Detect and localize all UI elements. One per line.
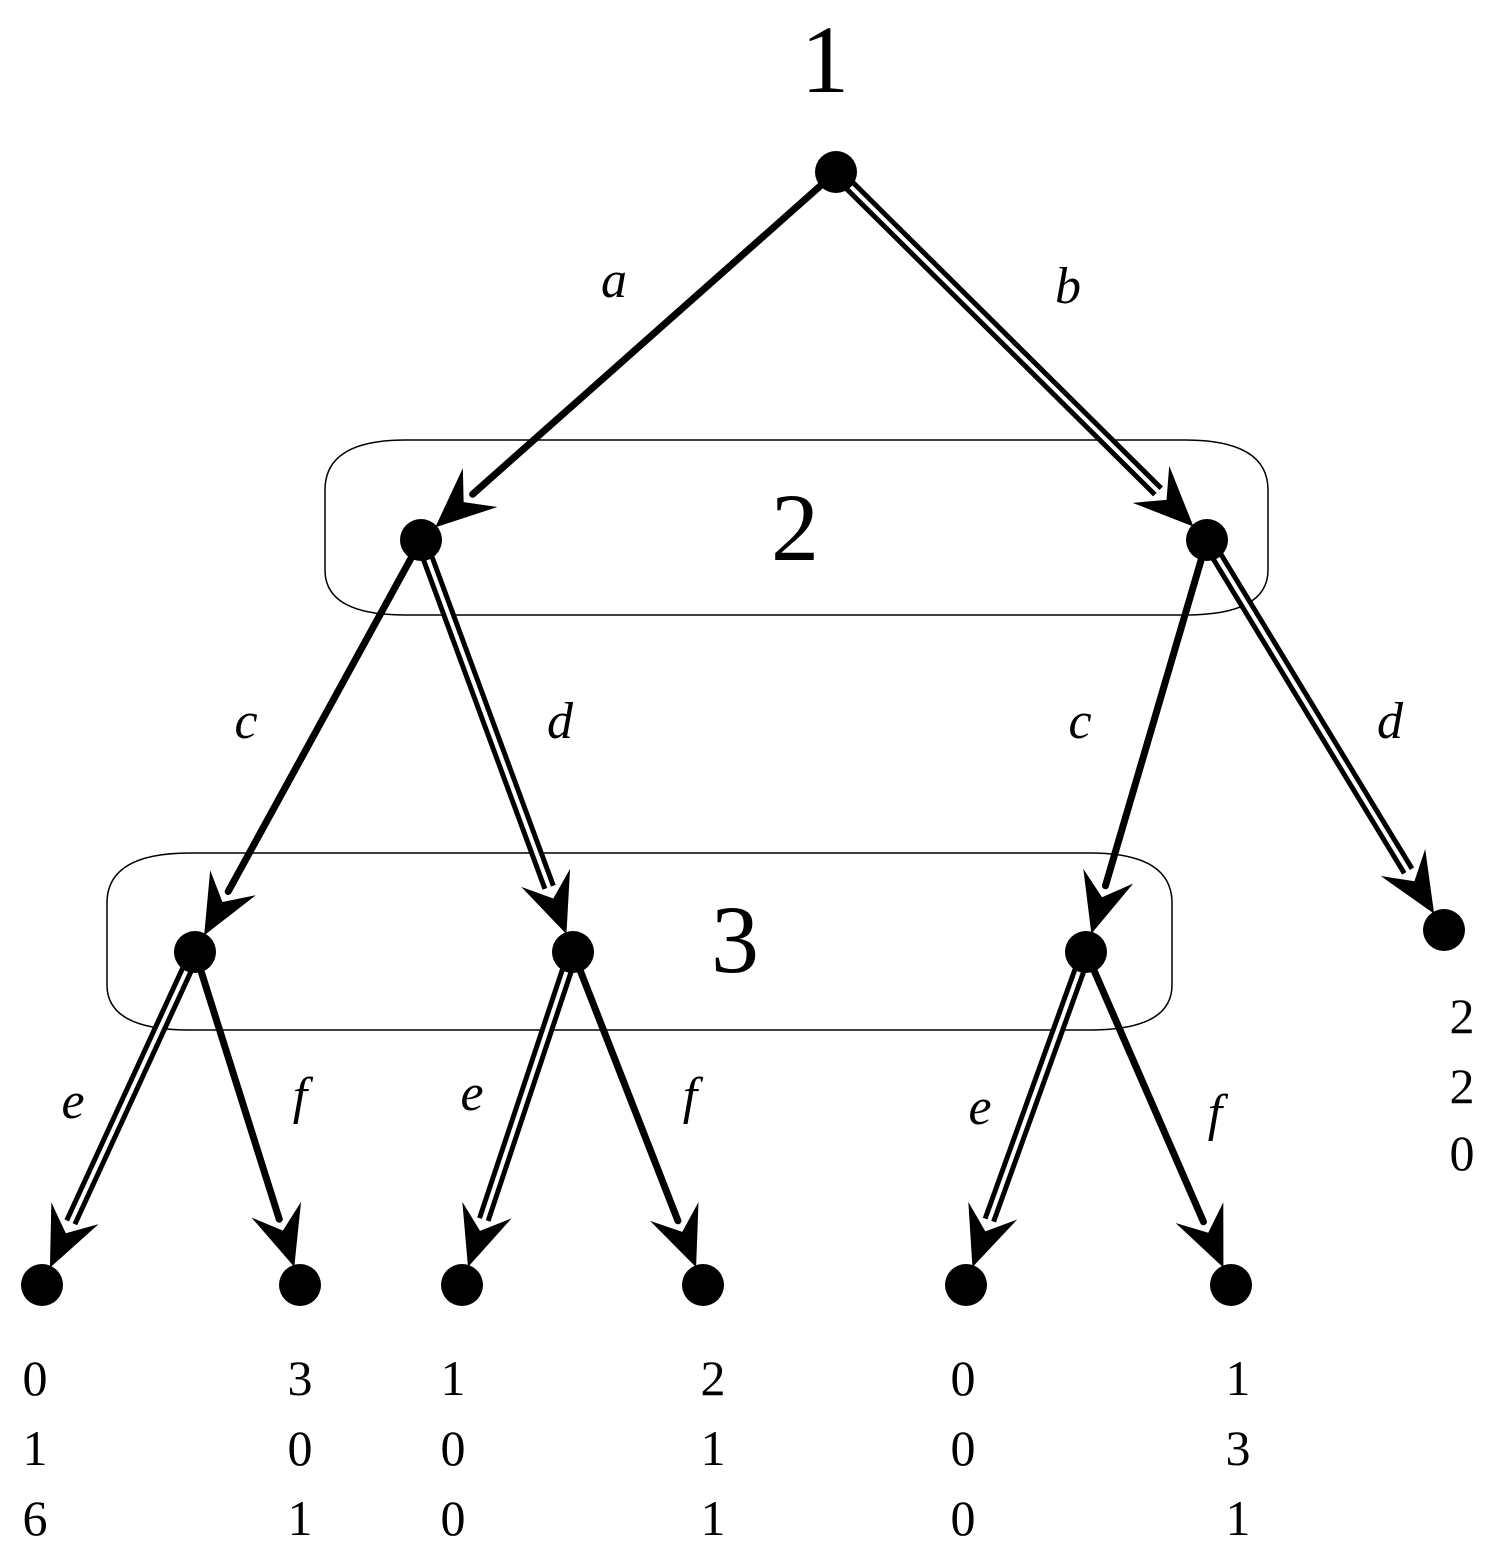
payoff-value: 0: [1450, 1125, 1475, 1181]
payoff-value: 1: [701, 1420, 726, 1476]
node-p2L: [400, 519, 442, 561]
payoff-value: 1: [1226, 1350, 1251, 1406]
arrowhead: [521, 868, 571, 935]
arrowhead: [49, 1202, 99, 1268]
payoff-value: 3: [1226, 1420, 1251, 1476]
edge-ll-f: [196, 964, 302, 1267]
payoff-leaf-2: 3 0 1: [288, 1350, 313, 1546]
action-label-rl-e: e: [968, 1079, 991, 1136]
action-label-right-d: d: [1377, 693, 1404, 750]
player-2-label: 2: [771, 474, 819, 581]
edge-left-c: [204, 551, 417, 936]
payoff-value: 0: [951, 1420, 976, 1476]
payoff-leaf-4: 2 1 1: [701, 1350, 726, 1546]
node-p3LR: [552, 931, 594, 973]
arrowhead: [1380, 848, 1435, 914]
edge-line-inner: [481, 971, 569, 1223]
node-p2R: [1186, 519, 1228, 561]
edge-line: [469, 179, 827, 498]
payoff-value: 1: [23, 1420, 48, 1476]
payoff-value: 1: [288, 1490, 313, 1546]
payoff-value: 0: [441, 1490, 466, 1546]
payoff-value: 2: [1450, 988, 1475, 1044]
arrowhead: [1083, 868, 1134, 934]
edge-line: [196, 964, 283, 1223]
node-t3: [441, 1264, 483, 1306]
action-label-b: b: [1055, 258, 1081, 315]
payoff-leaf-6: 1 3 1: [1226, 1350, 1251, 1546]
arrowhead: [251, 1201, 302, 1267]
payoff-value: 3: [288, 1350, 313, 1406]
arrowhead: [650, 1201, 699, 1268]
edge-line: [575, 964, 682, 1225]
edge-ll-e: [49, 964, 195, 1268]
node-t5: [945, 1264, 987, 1306]
arrowhead: [1132, 465, 1194, 527]
edge-line: [224, 551, 417, 896]
payoff-leaf-5: 0 0 0: [951, 1350, 976, 1546]
player-3-label: 3: [711, 886, 759, 993]
edge-line-inner: [986, 971, 1081, 1223]
edge-line: [1089, 964, 1207, 1226]
node-t4: [682, 1264, 724, 1306]
payoff-value: 2: [701, 1350, 726, 1406]
node-t1: [21, 1264, 63, 1306]
edge-line: [1101, 552, 1206, 890]
payoff-value: 1: [1226, 1490, 1251, 1546]
payoff-leaf-3: 1 0 0: [441, 1350, 466, 1546]
arrowhead: [435, 468, 498, 528]
action-label-left-c: c: [234, 693, 257, 750]
payoff-value: 0: [441, 1420, 466, 1476]
node-t6: [1210, 1264, 1252, 1306]
edge-line-inner: [849, 185, 1161, 495]
information-set-player-3: [106, 852, 1173, 1031]
action-label-lr-e: e: [460, 1065, 483, 1122]
edge-a: [435, 179, 827, 528]
payoff-value: 0: [288, 1420, 313, 1476]
edge-lr-f: [575, 964, 699, 1268]
edges-layer: [49, 179, 1435, 1268]
edge-line-inner: [1216, 556, 1411, 874]
node-p3RL: [1065, 931, 1107, 973]
action-label-ll-f: f: [293, 1068, 314, 1125]
node-p3LL: [174, 931, 216, 973]
edge-right-c: [1083, 552, 1206, 934]
arrowhead: [968, 1201, 1018, 1268]
edge-line-inner: [426, 559, 552, 890]
payoff-value: 2: [1450, 1058, 1475, 1114]
payoff-value: 1: [701, 1490, 726, 1546]
action-label-ll-e: e: [61, 1073, 84, 1130]
edge-left-d: [420, 553, 571, 935]
node-root: [815, 151, 857, 193]
edge-line-inner: [68, 970, 189, 1225]
payoff-value: 6: [23, 1490, 48, 1546]
payoff-value: 1: [441, 1350, 466, 1406]
edge-b: [843, 179, 1194, 527]
action-label-left-d: d: [547, 693, 574, 750]
action-label-right-c: c: [1068, 693, 1091, 750]
edge-rl-f: [1089, 964, 1224, 1268]
edge-right-d: [1209, 550, 1435, 914]
arrowhead: [462, 1201, 512, 1267]
edge-lr-e: [462, 965, 575, 1267]
node-t2: [279, 1264, 321, 1306]
payoff-leaf-7: 2 2 0: [1450, 988, 1475, 1181]
payoff-value: 0: [951, 1350, 976, 1406]
edge-rl-e: [968, 965, 1087, 1268]
player-1-label: 1: [801, 6, 849, 113]
payoff-leaf-1: 0 1 6: [23, 1350, 48, 1546]
payoff-value: 0: [951, 1490, 976, 1546]
arrowhead: [204, 870, 256, 936]
action-label-a: a: [601, 252, 627, 309]
action-label-rl-f: f: [1208, 1085, 1229, 1142]
arrowhead: [1175, 1202, 1224, 1268]
action-label-lr-f: f: [683, 1068, 704, 1125]
nodes-layer: [21, 151, 1465, 1306]
payoff-value: 0: [23, 1350, 48, 1406]
node-tRD: [1423, 909, 1465, 951]
